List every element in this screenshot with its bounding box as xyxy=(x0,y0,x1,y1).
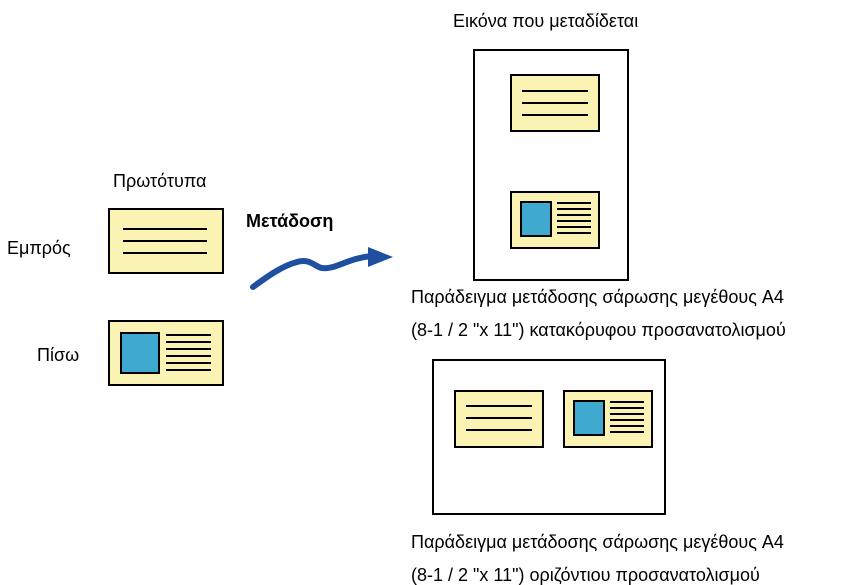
landscape-transmitted-page xyxy=(432,359,666,515)
landscape-caption-line1: Παράδειγμα μετάδοσης σάρωσης μεγέθους A4 xyxy=(411,532,784,552)
back-original-card xyxy=(108,320,224,386)
transmission-label: Μετάδοση xyxy=(246,211,334,231)
landscape-caption-line2: (8-1 / 2 "x 11") οριζόντιου προσανατολισ… xyxy=(411,565,760,585)
front-original-card xyxy=(108,208,224,274)
front-label: Εμπρός xyxy=(7,238,71,258)
transmitted-image-label: Εικόνα που μεταδίδεται xyxy=(453,11,639,31)
portrait-caption-line1: Παράδειγμα μετάδοσης σάρωσης μεγέθους A4 xyxy=(411,287,784,307)
portrait-caption-line2: (8-1 / 2 "x 11") κατακόρυφου προσανατολι… xyxy=(411,320,786,340)
portrait-transmitted-page xyxy=(473,49,629,281)
back-label: Πίσω xyxy=(37,345,80,365)
transmission-arrow xyxy=(250,247,393,290)
originals-label: Πρωτότυπα xyxy=(113,171,207,191)
